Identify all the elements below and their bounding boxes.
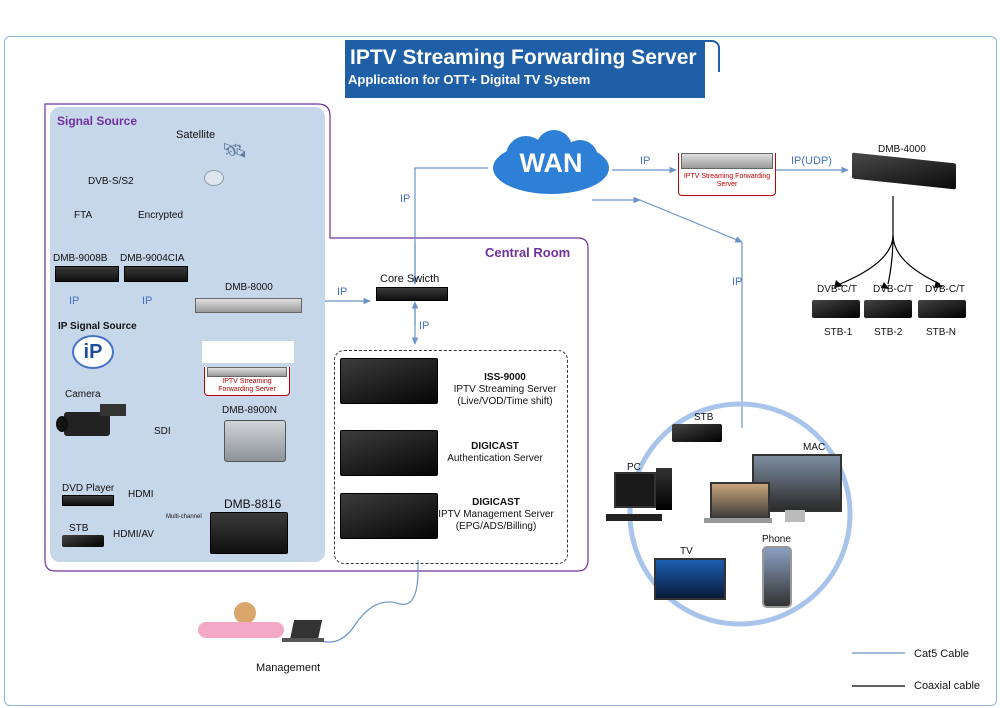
- server1-model: ISS-9000: [484, 372, 526, 383]
- dvb-s2-label: DVB-S/S2: [88, 176, 134, 187]
- server3-line2: (EPG/ADS/Billing): [455, 521, 537, 532]
- management-user-icon: [198, 598, 328, 658]
- satellite-label: Satellite: [176, 129, 216, 141]
- central-room-outline: [44, 103, 589, 572]
- encrypted-label: Encrypted: [138, 210, 184, 221]
- encoder-8816-label: DMB-8816: [224, 497, 282, 511]
- diagram-frame: [4, 36, 997, 706]
- diagram-subtitle: Application for OTT+ Digital TV System: [348, 72, 591, 87]
- forwarding-server-left-label: IPTV Streaming Forwarding Server: [218, 378, 276, 393]
- forwarding-server-left: IPTV Streaming Forwarding Server: [204, 367, 290, 396]
- title-banner: IPTV Streaming Forwarding Server Applica…: [345, 40, 705, 98]
- ip-label-bus: IP: [337, 286, 348, 298]
- legend-cat5-label: Cat5 Cable: [914, 648, 970, 660]
- pc-tower-icon: [656, 468, 672, 510]
- mac-stand-icon: [785, 510, 805, 522]
- forwarding-server-right-label: IPTV Streaming Forwarding Server: [683, 173, 771, 188]
- stb-2-device: [864, 300, 912, 318]
- encoder-8000-device: [195, 298, 302, 313]
- stb-n-device: [918, 300, 966, 318]
- stb-source-label: STB: [69, 523, 89, 534]
- wan-label: WAN: [519, 148, 583, 178]
- authentication-server-device: [340, 430, 438, 476]
- encoder-8816-device: [210, 512, 288, 554]
- hdmi-av-label: HDMI/AV: [113, 529, 154, 540]
- multichannel-label: Multi-channel: [166, 514, 202, 520]
- dvb-c-label-3: DVB-C/T: [925, 284, 965, 295]
- satellite-icon: 🛰: [222, 140, 248, 162]
- stb-n-label: STB-N: [926, 327, 956, 338]
- server3-model: DIGICAST: [472, 497, 520, 508]
- stb-1-label: STB-1: [824, 327, 853, 338]
- stb-2-label: STB-2: [874, 327, 903, 338]
- central-room-title: Central Room: [485, 245, 571, 260]
- server1-line2: (Live/VOD/Time shift): [457, 396, 553, 407]
- ip-label-rx1: IP: [69, 295, 80, 307]
- ip-label-wan-switch: IP: [400, 193, 411, 205]
- receiver-9004cia-label: DMB-9004CIA: [120, 253, 185, 264]
- server2-line1: Authentication Server: [447, 453, 543, 464]
- server3-line1: IPTV Management Server: [438, 509, 554, 520]
- management-label: Management: [256, 662, 321, 674]
- management-server-device: [340, 493, 438, 539]
- servers-group: [334, 350, 568, 564]
- server1-line1: IPTV Streaming Server: [453, 384, 557, 395]
- laptop-base-icon: [704, 518, 772, 523]
- banner-accent: [704, 40, 720, 72]
- encoder-8900n-device: [224, 420, 286, 462]
- receiver-9004cia-device: [124, 266, 188, 282]
- ip-signal-source-label: IP Signal Source: [58, 321, 137, 332]
- receiver-9008b-device: [55, 266, 119, 282]
- ip-source-icon: iP: [72, 335, 114, 369]
- streaming-server-device: [340, 358, 438, 404]
- sdi-label: SDI: [154, 426, 171, 437]
- dvb-c-label-1: DVB-C/T: [817, 284, 857, 295]
- tv-label: TV: [680, 546, 693, 557]
- fta-label: FTA: [74, 210, 93, 221]
- phone-label: Phone: [762, 534, 791, 545]
- ip-label-switch-servers: IP: [419, 320, 430, 332]
- signal-source-title: Signal Source: [57, 114, 138, 128]
- stb-source-device: [62, 535, 104, 547]
- dvd-player-device: [62, 495, 114, 506]
- dmb-4000-label: DMB-4000: [878, 144, 926, 155]
- tv-icon: [654, 558, 726, 600]
- core-switch-device: [376, 287, 448, 301]
- ip-label-rx2: IP: [142, 295, 153, 307]
- diagram-title: IPTV Streaming Forwarding Server: [350, 46, 697, 69]
- laptop-icon: [710, 482, 770, 520]
- encoder-8900n-label: DMB-8900N: [222, 405, 278, 416]
- dvb-c-label-2: DVB-C/T: [873, 284, 913, 295]
- ip-label-wan-forwarder: IP: [640, 155, 651, 167]
- hdmi-label: HDMI: [128, 489, 154, 500]
- signal-source-region: [50, 107, 325, 562]
- ott-stb-device: [672, 424, 722, 442]
- pc-label: PC: [627, 462, 641, 473]
- keyboard-icon: [606, 514, 662, 521]
- label-mask: [202, 341, 294, 363]
- legend-coax-label: Coaxial cable: [914, 680, 981, 692]
- encoder-8000-label: DMB-8000: [225, 282, 273, 293]
- mac-label: MAC: [803, 442, 826, 453]
- ott-stb-label: STB: [694, 412, 714, 423]
- satellite-dish-icon: [204, 170, 224, 186]
- wan-cloud: WAN: [490, 130, 612, 202]
- phone-icon: [762, 546, 792, 608]
- forwarding-server-right: IPTV Streaming Forwarding Server: [678, 153, 776, 196]
- pc-monitor-icon: [614, 472, 656, 508]
- ip-udp-label: IP(UDP): [791, 155, 832, 167]
- receiver-9008b-label: DMB-9008B: [53, 253, 108, 264]
- stb-1-device: [812, 300, 860, 318]
- server2-model: DIGICAST: [471, 441, 519, 452]
- core-switch-label: Core Swicth: [380, 273, 440, 285]
- ip-label-ott: IP: [732, 276, 743, 288]
- dvd-player-label: DVD Player: [62, 483, 115, 494]
- camera-label: Camera: [65, 389, 101, 400]
- camera-icon: [56, 402, 128, 448]
